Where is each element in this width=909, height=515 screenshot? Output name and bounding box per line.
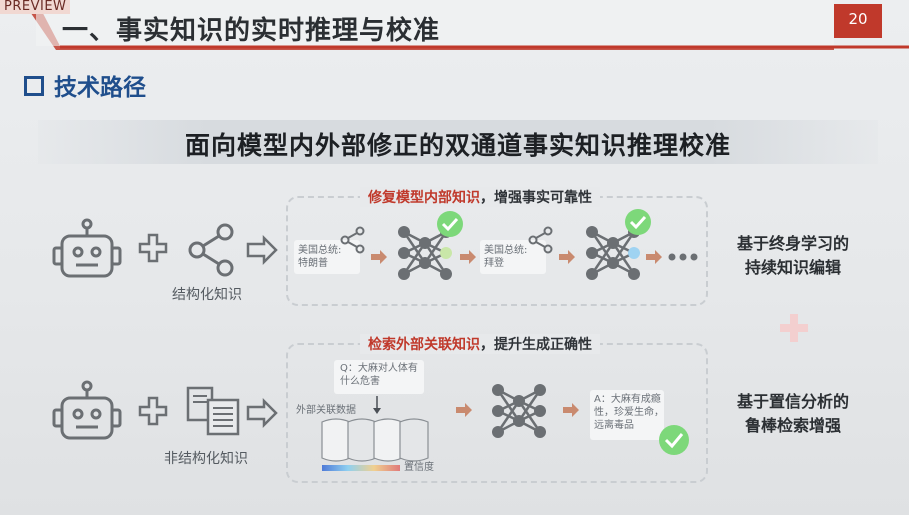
fact-card-old-text: 美国总统: 特朗普 <box>298 245 342 269</box>
robust-retrieval-label: 基于置信分析的 鲁棒检索增强 <box>736 392 849 435</box>
subtitle-band <box>38 120 878 164</box>
fact-card-new-text: 美国总统: 拜登 <box>484 245 528 269</box>
lifelong-editing-label: 基于终身学习的 持续知识编辑 <box>736 234 849 277</box>
arrow-right-icon <box>456 403 472 417</box>
arrow-right-outline-icon <box>246 397 278 429</box>
share-small-icon <box>340 226 365 254</box>
confidence-label: 置信度 <box>404 462 434 473</box>
question-text: Q：大麻对人体有 什么危害 <box>340 363 418 387</box>
checkbox-square-icon <box>24 76 44 96</box>
plus-icon <box>138 396 168 426</box>
answer-text: A：大麻有成瘾 性，珍爱生命， 远离毒品 <box>594 394 664 431</box>
robot-icon <box>52 380 122 440</box>
arrow-right-icon <box>559 250 575 264</box>
section-heading: 技术路径 <box>24 68 146 102</box>
share-network-icon <box>188 223 234 277</box>
ellipsis-icon <box>668 253 698 261</box>
header-bar <box>0 0 909 50</box>
check-circle-icon <box>625 209 651 235</box>
neural-network-icon <box>492 384 546 438</box>
slide-subtitle: 面向模型内外部修正的双通道事实知识推理校准 <box>184 131 731 160</box>
external-retrieval-title: 检索外部关联知识，提升生成正确性 <box>360 334 600 354</box>
arrow-right-outline-icon <box>246 234 278 266</box>
document-stack-icon <box>321 418 429 462</box>
arrow-right-icon <box>646 250 662 264</box>
fact-card-old <box>294 240 360 274</box>
preview-tag: PREVIEW <box>0 0 71 14</box>
check-circle-icon <box>659 425 689 455</box>
question-card <box>334 360 424 394</box>
slide-title: 一、事实知识的实时推理与校准 <box>62 16 441 46</box>
check-circle-icon <box>437 211 463 237</box>
share-small-icon <box>528 226 553 254</box>
documents-icon <box>186 386 240 436</box>
internal-correction-title: 修复模型内部知识，增强事实可靠性 <box>360 187 600 207</box>
unstructured-knowledge-caption: 非结构化知识 <box>164 451 248 467</box>
fact-card-new <box>480 240 546 274</box>
section-label: 技术路径 <box>54 75 146 101</box>
neural-network-icon <box>586 226 640 280</box>
plus-icon <box>138 233 168 263</box>
arrow-right-icon <box>371 250 387 264</box>
arrow-right-icon <box>460 250 476 264</box>
arrow-down-icon <box>373 396 381 414</box>
page-number: 20 <box>834 4 882 38</box>
external-data-label: 外部关联数据 <box>296 405 356 416</box>
plus-faint-icon <box>780 314 808 342</box>
arrow-right-icon <box>563 403 579 417</box>
robot-icon <box>52 218 122 278</box>
neural-network-icon <box>398 226 452 280</box>
structured-knowledge-caption: 结构化知识 <box>172 287 242 303</box>
answer-card <box>590 390 664 440</box>
confidence-gradient-bar <box>322 465 400 471</box>
